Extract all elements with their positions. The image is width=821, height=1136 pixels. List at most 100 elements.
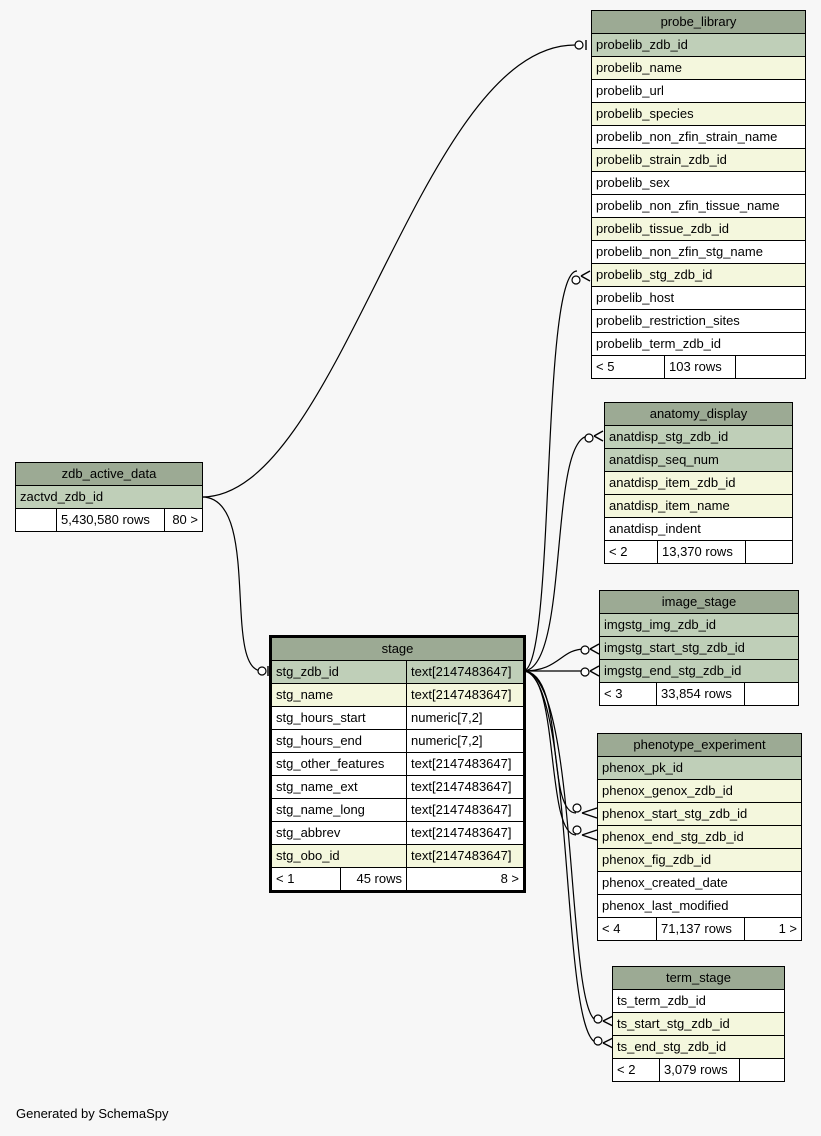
- column-name: phenox_genox_zdb_id: [602, 783, 733, 798]
- column-name: stg_name_ext: [276, 779, 358, 794]
- parents-link[interactable]: < 2: [617, 1062, 636, 1077]
- column-name: zactvd_zdb_id: [20, 489, 104, 504]
- column-row: stg_name text[2147483647]: [272, 684, 523, 707]
- parents-link[interactable]: < 2: [609, 544, 628, 559]
- table-title[interactable]: anatomy_display: [605, 403, 792, 426]
- column-type: text[2147483647]: [406, 753, 523, 775]
- column-row: probelib_species: [592, 103, 805, 126]
- column-type: text[2147483647]: [406, 661, 523, 683]
- column-name: probelib_zdb_id: [596, 37, 688, 52]
- table-title[interactable]: stage: [272, 638, 523, 661]
- parents-link[interactable]: [16, 509, 56, 531]
- crows-foot-marker: [581, 807, 598, 819]
- parents-link[interactable]: < 5: [596, 359, 615, 374]
- column-row: probelib_name: [592, 57, 805, 80]
- link-stage-to-term-stage-end: [522, 670, 599, 1044]
- children-link[interactable]: [739, 1059, 784, 1081]
- children-link[interactable]: 80 >: [164, 509, 202, 531]
- zero-marker: [584, 433, 594, 443]
- column-name: imgstg_start_stg_zdb_id: [604, 640, 745, 655]
- table-stage[interactable]: stage stg_zdb_id text[2147483647] stg_na…: [269, 635, 526, 893]
- column-row: phenox_genox_zdb_id: [598, 780, 801, 803]
- table-footer: < 2 3,079 rows: [613, 1059, 784, 1081]
- children-link[interactable]: 8 >: [406, 868, 523, 890]
- column-type: numeric[7,2]: [406, 730, 523, 752]
- column-name: probelib_restriction_sites: [596, 313, 740, 328]
- column-row: probelib_stg_zdb_id: [592, 264, 805, 287]
- column-row: probelib_restriction_sites: [592, 310, 805, 333]
- children-link[interactable]: [745, 541, 792, 563]
- column-name: probelib_species: [596, 106, 694, 121]
- column-name: probelib_tissue_zdb_id: [596, 221, 729, 236]
- crows-foot-marker: [589, 643, 600, 655]
- table-image-stage[interactable]: image_stage imgstg_img_zdb_id imgstg_sta…: [599, 590, 799, 706]
- table-phenotype-experiment[interactable]: phenotype_experiment phenox_pk_id phenox…: [597, 733, 802, 941]
- column-row: zactvd_zdb_id: [16, 486, 202, 509]
- children-link[interactable]: 1 >: [744, 918, 801, 940]
- children-link[interactable]: [735, 356, 805, 378]
- column-name: anatdisp_seq_num: [609, 452, 719, 467]
- column-row: stg_name_long text[2147483647]: [272, 799, 523, 822]
- column-row: probelib_tissue_zdb_id: [592, 218, 805, 241]
- zero-marker: [580, 645, 590, 655]
- table-footer: < 1 45 rows 8 >: [272, 868, 523, 890]
- column-name: stg_other_features: [276, 756, 385, 771]
- zero-marker: [572, 825, 582, 835]
- table-footer: < 3 33,854 rows: [600, 683, 798, 705]
- row-count: 33,854 rows: [656, 683, 744, 705]
- row-count: 3,079 rows: [659, 1059, 739, 1081]
- column-row: probelib_sex: [592, 172, 805, 195]
- column-row: probelib_term_zdb_id: [592, 333, 805, 356]
- table-anatomy-display[interactable]: anatomy_display anatdisp_stg_zdb_id anat…: [604, 402, 793, 564]
- link-stage-to-term-stage-start: [522, 670, 599, 1022]
- crows-foot-marker: [602, 1037, 614, 1049]
- column-name: phenox_start_stg_zdb_id: [602, 806, 748, 821]
- column-type: text[2147483647]: [406, 776, 523, 798]
- link-stage-to-image-stage-start: [522, 648, 586, 672]
- zero-marker: [572, 803, 582, 813]
- column-row: anatdisp_stg_zdb_id: [605, 426, 792, 449]
- column-name: probelib_non_zfin_stg_name: [596, 244, 763, 259]
- table-title[interactable]: zdb_active_data: [16, 463, 202, 486]
- column-name: probelib_host: [596, 290, 675, 305]
- table-probe-library[interactable]: probe_library probelib_zdb_id probelib_n…: [591, 10, 806, 379]
- column-row: stg_hours_end numeric[7,2]: [272, 730, 523, 753]
- crows-foot-marker: [602, 1015, 614, 1027]
- children-link[interactable]: [744, 683, 798, 705]
- column-name: ts_end_stg_zdb_id: [617, 1039, 727, 1054]
- row-count: 45 rows: [340, 868, 406, 890]
- crows-foot-marker: [580, 270, 591, 282]
- table-footer: < 4 71,137 rows 1 >: [598, 918, 801, 940]
- column-name: imgstg_img_zdb_id: [604, 617, 717, 632]
- row-count: 103 rows: [664, 356, 735, 378]
- table-title[interactable]: image_stage: [600, 591, 798, 614]
- column-name: probelib_url: [596, 83, 664, 98]
- column-row: probelib_url: [592, 80, 805, 103]
- table-title[interactable]: term_stage: [613, 967, 784, 990]
- link-stage-to-anatomy-display: [522, 435, 590, 672]
- parents-link[interactable]: < 3: [604, 686, 623, 701]
- column-name: anatdisp_item_name: [609, 498, 730, 513]
- table-title[interactable]: phenotype_experiment: [598, 734, 801, 757]
- table-zdb-active-data[interactable]: zdb_active_data zactvd_zdb_id 5,430,580 …: [15, 462, 203, 532]
- column-row: stg_other_features text[2147483647]: [272, 753, 523, 776]
- table-title[interactable]: probe_library: [592, 11, 805, 34]
- column-row: ts_term_zdb_id: [613, 990, 784, 1013]
- column-row: anatdisp_item_name: [605, 495, 792, 518]
- column-row: phenox_fig_zdb_id: [598, 849, 801, 872]
- column-row: probelib_zdb_id: [592, 34, 805, 57]
- column-name: anatdisp_indent: [609, 521, 701, 536]
- column-name: probelib_non_zfin_strain_name: [596, 129, 778, 144]
- row-count: 5,430,580 rows: [56, 509, 164, 531]
- parents-link[interactable]: < 4: [602, 921, 621, 936]
- generator-credit: Generated by SchemaSpy: [16, 1106, 169, 1121]
- table-term-stage[interactable]: term_stage ts_term_zdb_id ts_start_stg_z…: [612, 966, 785, 1082]
- parents-link[interactable]: < 1: [276, 871, 295, 886]
- column-row: phenox_last_modified: [598, 895, 801, 918]
- column-type: text[2147483647]: [406, 684, 523, 706]
- column-row: stg_abbrev text[2147483647]: [272, 822, 523, 845]
- zero-marker: [580, 667, 590, 677]
- column-name: probelib_strain_zdb_id: [596, 152, 727, 167]
- column-name: stg_hours_end: [276, 733, 363, 748]
